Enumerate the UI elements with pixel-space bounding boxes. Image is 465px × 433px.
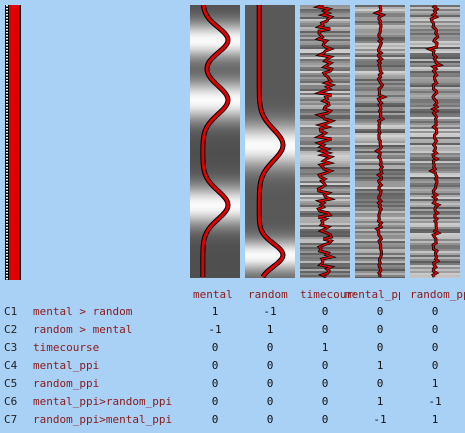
contrast-weight[interactable]: -1	[208, 323, 222, 336]
contrast-name[interactable]: random_ppi>mental_ppi	[33, 413, 173, 426]
contrast-name[interactable]: mental_ppi	[33, 359, 100, 372]
contrast-weight[interactable]: 0	[211, 413, 219, 426]
contrast-weight[interactable]: 1	[431, 413, 439, 426]
contrast-weight[interactable]: 0	[211, 341, 219, 354]
contrast-weight[interactable]: -1	[428, 395, 442, 408]
contrast-name[interactable]: timecourse	[33, 341, 100, 354]
contrast-weight[interactable]: 0	[266, 413, 274, 426]
contrast-weight[interactable]: 0	[266, 359, 274, 372]
contrast-name[interactable]: random > mental	[33, 323, 133, 336]
contrast-weight[interactable]: -1	[373, 413, 387, 426]
contrast-weight[interactable]: 1	[376, 395, 384, 408]
contrast-id: C5	[4, 377, 18, 390]
contrast-weight[interactable]: 0	[376, 323, 384, 336]
time-strip	[5, 5, 21, 280]
column-label-random: random	[248, 288, 288, 301]
contrast-weight[interactable]: 0	[431, 359, 439, 372]
column-label-mental-ppi: mental_ppi	[345, 288, 400, 301]
contrast-weight[interactable]: 1	[211, 305, 219, 318]
contrast-id: C6	[4, 395, 18, 408]
contrast-weight[interactable]: 0	[266, 395, 274, 408]
contrast-weight[interactable]: 0	[211, 359, 219, 372]
contrast-name[interactable]: random_ppi	[33, 377, 100, 390]
contrast-id: C4	[4, 359, 18, 372]
regressor-column-random-ppi	[410, 5, 460, 278]
contrast-name[interactable]: mental_ppi>random_ppi	[33, 395, 173, 408]
contrast-weight[interactable]: 0	[321, 305, 329, 318]
contrast-weight[interactable]: 0	[376, 341, 384, 354]
regressor-column-timecourse	[300, 5, 350, 278]
contrast-weight[interactable]: 0	[431, 341, 439, 354]
contrast-id: C7	[4, 413, 18, 426]
column-label-random-ppi: random_ppi	[410, 288, 465, 301]
contrast-id: C1	[4, 305, 18, 318]
contrast-weight[interactable]: 0	[376, 305, 384, 318]
contrast-weight[interactable]: 0	[431, 305, 439, 318]
regressor-column-mental	[190, 5, 240, 278]
contrast-weight[interactable]: 0	[321, 359, 329, 372]
column-label-timecourse: timecourse	[300, 288, 355, 301]
contrast-weight[interactable]: 0	[211, 395, 219, 408]
contrast-id: C3	[4, 341, 18, 354]
contrast-id: C2	[4, 323, 18, 336]
contrast-weight[interactable]: 1	[321, 341, 329, 354]
contrast-weight[interactable]: 0	[431, 323, 439, 336]
contrast-weight[interactable]: 0	[266, 377, 274, 390]
contrast-weight[interactable]: 0	[321, 377, 329, 390]
column-label-mental: mental	[193, 288, 233, 301]
contrast-weight[interactable]: 0	[376, 377, 384, 390]
contrast-weight[interactable]: 1	[376, 359, 384, 372]
contrast-weight[interactable]: 0	[321, 323, 329, 336]
regressor-column-mental-ppi	[355, 5, 405, 278]
contrast-weight[interactable]: 1	[266, 323, 274, 336]
contrast-weight[interactable]: 1	[431, 377, 439, 390]
contrast-weight[interactable]: -1	[263, 305, 277, 318]
contrast-weight[interactable]: 0	[321, 395, 329, 408]
contrast-weight[interactable]: 0	[321, 413, 329, 426]
contrast-weight[interactable]: 0	[266, 341, 274, 354]
regressor-column-random	[245, 5, 295, 278]
contrast-name[interactable]: mental > random	[33, 305, 133, 318]
contrast-weight[interactable]: 0	[211, 377, 219, 390]
